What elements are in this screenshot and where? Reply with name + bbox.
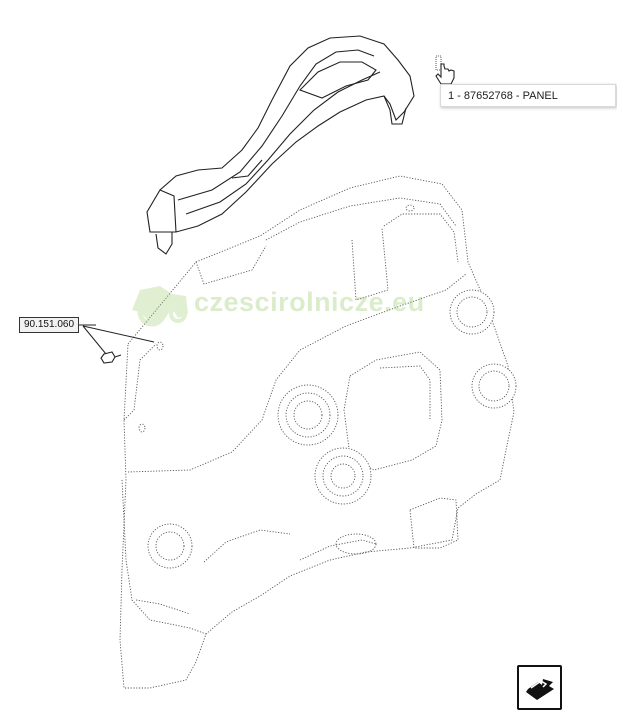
arrow-next-icon: [526, 679, 554, 700]
watermark-logo: [132, 286, 188, 327]
upper-trim-panel[interactable]: [146, 35, 415, 255]
next-page-button[interactable]: [517, 665, 562, 710]
leader-lines: [77, 324, 155, 355]
side-panel: [119, 175, 517, 689]
reference-label[interactable]: 90.151.060: [19, 317, 79, 333]
part-callout[interactable]: 1 - 87652768 - PANEL: [440, 84, 616, 107]
part-callout-label: 1 - 87652768 - PANEL: [448, 90, 558, 102]
watermark-text: czescirolnicze.eu: [194, 287, 425, 317]
hand-pointer-icon[interactable]: [435, 55, 455, 85]
screw-fastener[interactable]: [100, 351, 122, 364]
